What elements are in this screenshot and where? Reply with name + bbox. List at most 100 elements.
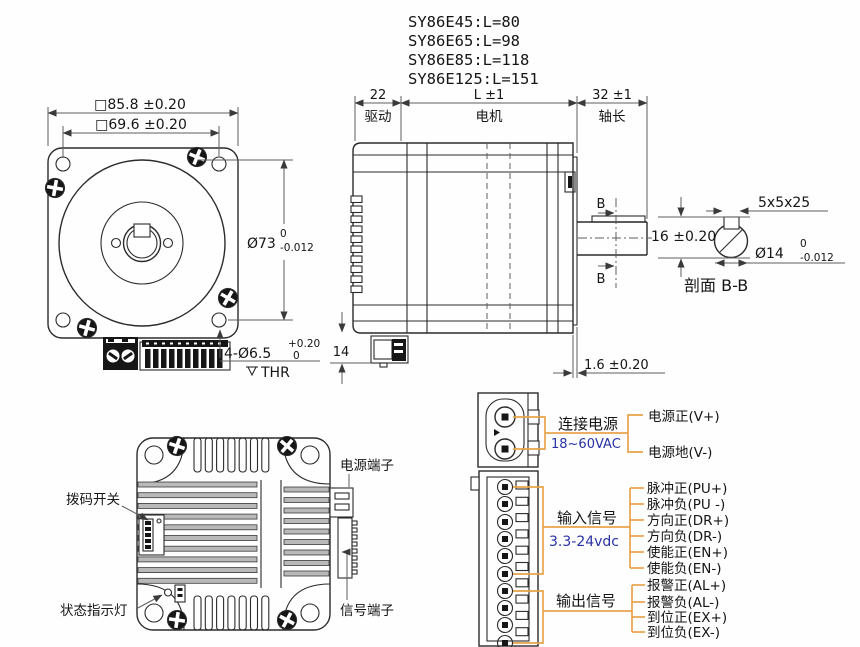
dim-boss: 1.6 ±0.20 xyxy=(584,358,649,373)
keyway-notch xyxy=(133,223,151,238)
hub-hole xyxy=(162,237,174,249)
connector-pins xyxy=(145,349,223,368)
pin-label: 使能负(EN-) xyxy=(647,560,722,577)
dim-pilot-label: Ø73 xyxy=(247,236,276,252)
pin-label: 脉冲正(PU+) xyxy=(647,481,727,497)
model-line: SY86E65:L=98 xyxy=(408,32,520,50)
model-line: SY86E45:L=80 xyxy=(408,13,520,31)
rear-connector xyxy=(564,171,576,193)
mount-hole xyxy=(300,445,320,465)
hatch-line xyxy=(719,228,744,253)
mount-hole xyxy=(144,445,164,465)
left-fins xyxy=(137,481,258,584)
driver-fins xyxy=(350,195,363,294)
screw-icon xyxy=(44,177,66,199)
screw-icon xyxy=(217,287,239,309)
bottom-fins xyxy=(193,595,270,631)
mount-hole xyxy=(55,312,71,328)
right-fins xyxy=(283,486,330,577)
hub-hole xyxy=(110,237,122,249)
polarity-arrow-icon xyxy=(494,429,500,436)
dim-shaft-label: 轴长 xyxy=(599,109,627,125)
dim-outer-width: □85.8 ±0.20 xyxy=(94,97,186,113)
section-caption: 剖面 B-B xyxy=(684,276,748,295)
pin-label: 方向负(DR-) xyxy=(647,529,722,545)
shaft-key xyxy=(591,215,646,223)
status-led-label: 状态指示灯 xyxy=(60,603,128,619)
thread-note: THR xyxy=(260,365,290,381)
pin-label: 报警负(AL-) xyxy=(647,595,719,611)
mount-hole xyxy=(300,603,320,623)
underside-connector xyxy=(370,335,409,368)
pin-label: 电源地(V-) xyxy=(648,445,712,461)
key-section xyxy=(723,216,740,230)
wiring-power-connector xyxy=(477,392,540,468)
shaft xyxy=(577,215,652,256)
dip-switch xyxy=(138,514,165,556)
motor-body-outline xyxy=(352,142,574,334)
flange-outline xyxy=(47,147,239,339)
output-group-title: 输出信号 xyxy=(556,592,616,610)
wiring-diagram: 连接电源 18~60VAC 电源正(V+) 电源地(V-) 输入信号 3.3-2… xyxy=(470,392,729,647)
pin-label: 使能正(EN+) xyxy=(647,544,728,561)
top-fins xyxy=(193,437,270,473)
depth-symbol-icon xyxy=(246,366,258,377)
status-led xyxy=(163,588,173,597)
wiring-signal-connector xyxy=(470,470,539,647)
section-mark-top: B xyxy=(597,197,606,212)
dim-connector-height: 14 xyxy=(333,345,350,360)
signal-terminal-label: 信号端子 xyxy=(340,603,394,619)
power-terminal-block xyxy=(103,337,138,370)
power-voltage-spec: 18~60VAC xyxy=(551,437,621,452)
dim-driver-value: 22 xyxy=(370,88,387,103)
input-voltage-spec: 3.3-24vdc xyxy=(549,534,619,550)
signal-connector-block xyxy=(139,340,231,371)
front-view: □85.8 ±0.20 □69.6 ±0.20 Ø73 0 -0.012 4-Ø… xyxy=(44,97,320,381)
screw-icon xyxy=(166,609,188,631)
dim-holes-tol-bottom: 0 xyxy=(293,350,300,362)
power-wires xyxy=(513,414,643,453)
pilot-circle xyxy=(58,159,226,327)
pin-label: 脉冲负(PU -) xyxy=(647,497,725,513)
screw-icon xyxy=(166,435,188,457)
pin-label: 到位正(EX+) xyxy=(647,610,727,626)
output-wires xyxy=(513,584,645,644)
driver-view: 拨码开关 状态指示灯 电源端子 信号端子 xyxy=(60,435,394,631)
pin-label: 报警正(AL+) xyxy=(647,578,726,594)
dim-driver-label: 驱动 xyxy=(365,109,392,125)
screw-icon xyxy=(276,435,298,457)
driver-power-terminal xyxy=(329,487,354,518)
led-label-plate xyxy=(174,584,186,603)
input-group-title: 输入信号 xyxy=(557,509,617,527)
mount-hole xyxy=(144,603,164,623)
section-cut-marks: B B xyxy=(597,197,617,288)
dim-holes-tol-top: +0.20 xyxy=(288,338,320,350)
dim-shaft-dia-label: Ø14 xyxy=(755,246,784,262)
signal-pins xyxy=(496,478,514,647)
key-spec: 5x5x25 xyxy=(758,195,810,211)
mount-hole xyxy=(55,156,71,172)
connector-teeth xyxy=(515,480,529,637)
pin-label: 到位负(EX-) xyxy=(647,625,720,641)
pin-label: 电源正(V+) xyxy=(648,409,720,425)
dim-shaft-dia-tol-top: 0 xyxy=(800,238,807,250)
model-list: SY86E45:L=80 SY86E65:L=98 SY86E85:L=118 … xyxy=(408,13,539,88)
mount-hole xyxy=(211,312,227,328)
section-mark-bottom: B xyxy=(597,272,606,287)
rear-boss xyxy=(573,156,578,326)
model-line: SY86E125:L=151 xyxy=(408,70,539,88)
model-line: SY86E85:L=118 xyxy=(408,51,529,69)
section-view: 5x5x25 16 ±0.20 Ø14 0 -0.012 剖面 B-B xyxy=(651,195,845,295)
hub-circle xyxy=(100,201,184,285)
dim-pilot-tol-bottom: -0.012 xyxy=(280,242,314,254)
dim-inner-width: □69.6 ±0.20 xyxy=(95,117,187,133)
dim-shaft-dia-tol-bottom: -0.012 xyxy=(800,252,834,264)
screw-icon xyxy=(276,609,298,631)
input-wires xyxy=(513,486,644,575)
dim-motor-value: L ±1 xyxy=(474,88,505,103)
pin-label: 方向正(DR+) xyxy=(647,513,729,529)
dim-motor-label: 电机 xyxy=(476,109,503,125)
dim-holes-label: 4-Ø6.5 xyxy=(224,346,271,362)
